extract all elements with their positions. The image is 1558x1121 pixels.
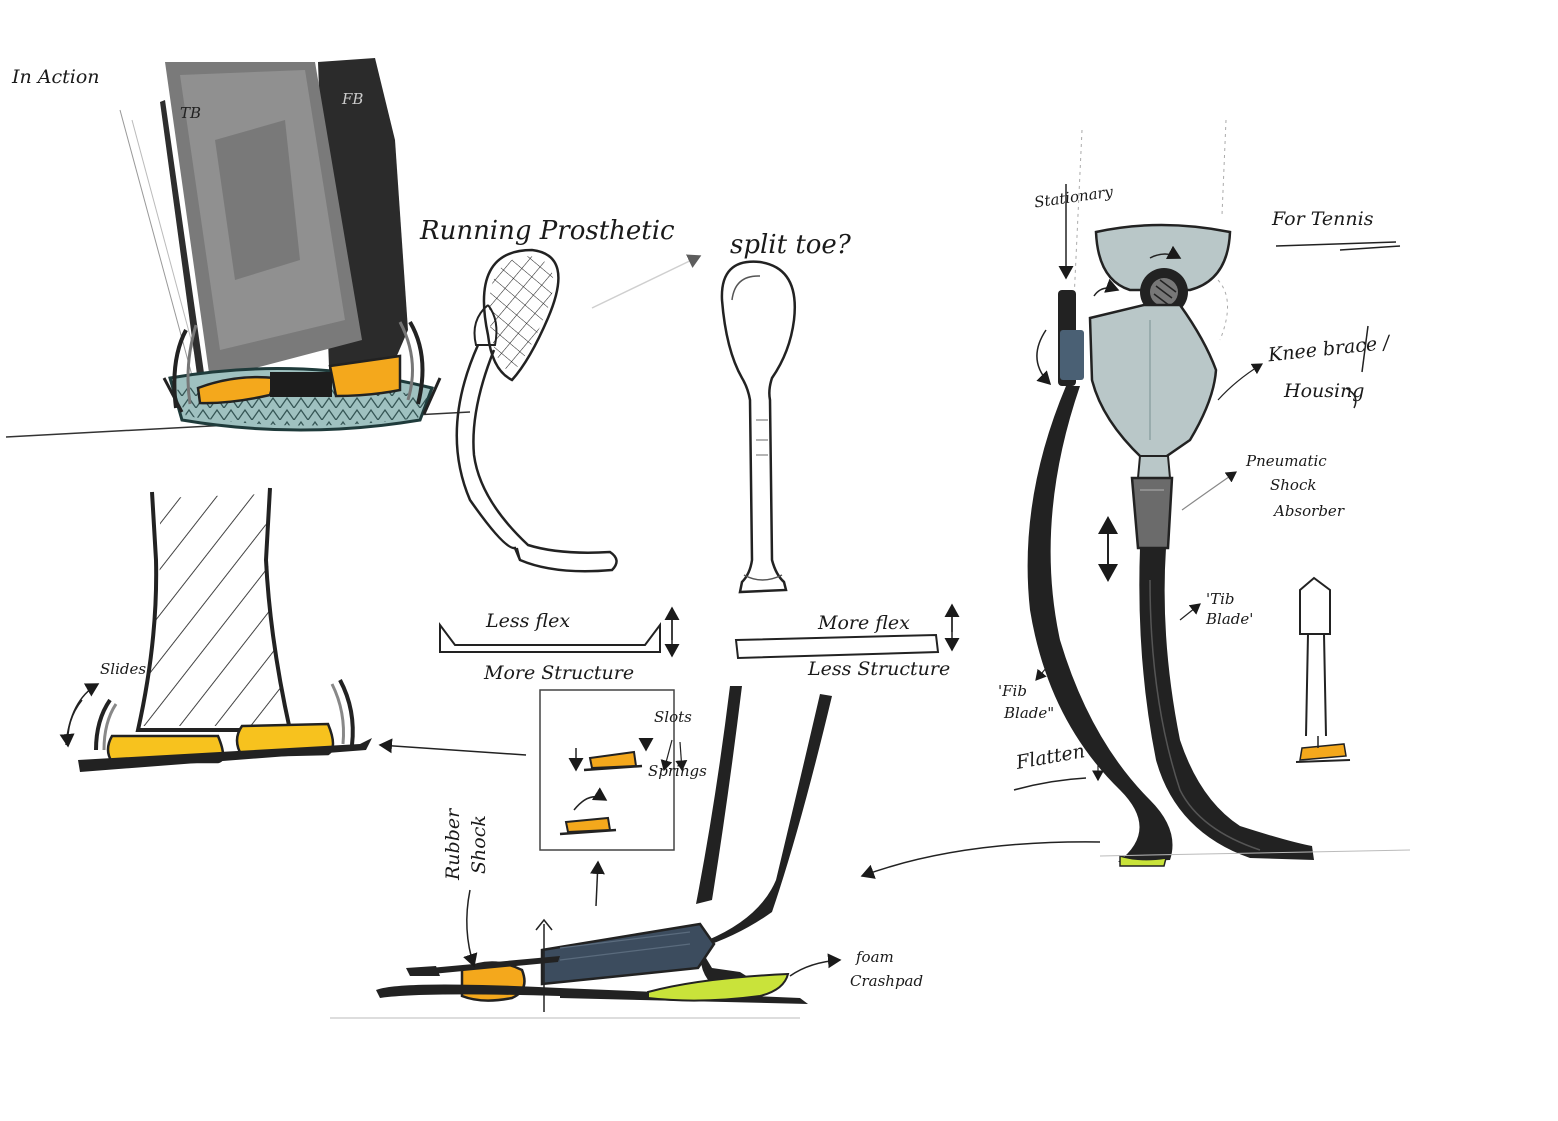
tennis-prosthetic-sketch [1013, 119, 1411, 867]
for-tennis-label: For Tennis [1272, 208, 1374, 230]
foam-label: foam [856, 948, 894, 966]
side-view-mini-sketch [1295, 576, 1351, 763]
more-flex-bar [734, 603, 960, 660]
pneumatic-label: Pneumatic [1246, 452, 1327, 470]
less-flex-bar [439, 606, 680, 658]
shock-absorber-label-2: Absorber [1274, 502, 1344, 520]
running-prosthetic-sketch [455, 248, 618, 573]
tb-label: TB [180, 104, 202, 122]
blade-foot-sketch [330, 686, 842, 1019]
fib-blade-label-1: 'Fib [998, 682, 1027, 700]
housing-label: Housing [1284, 380, 1365, 402]
more-structure-label: More Structure [484, 662, 635, 684]
slides-label: Slides [100, 660, 147, 678]
split-toe-sketch [720, 260, 796, 594]
split-toe-label: split toe? [730, 230, 851, 260]
in-action-label: In Action [12, 66, 100, 88]
shock-label: Shock [468, 815, 490, 874]
fb-label: FB [342, 90, 364, 108]
less-structure-label: Less Structure [808, 658, 951, 680]
rubber-label: Rubber [442, 808, 464, 880]
shock-absorber-label-1: Shock [1270, 476, 1317, 494]
springs-label: Springs [648, 762, 707, 780]
in-action-sketch [5, 58, 471, 438]
more-flex-label: More flex [818, 612, 910, 634]
fib-blade-label-2: Blade" [1004, 704, 1055, 722]
tib-blade-label-2: Blade' [1206, 610, 1254, 628]
running-prosthetic-label: Running Prosthetic [420, 216, 675, 246]
less-flex-label: Less flex [486, 610, 571, 632]
tib-blade-label-1: 'Tib [1206, 590, 1235, 608]
slides-detail-sketch [59, 487, 372, 772]
crashpad-label: Crashpad [850, 972, 924, 990]
slots-springs-detail [539, 689, 688, 907]
slots-label: Slots [654, 708, 692, 726]
